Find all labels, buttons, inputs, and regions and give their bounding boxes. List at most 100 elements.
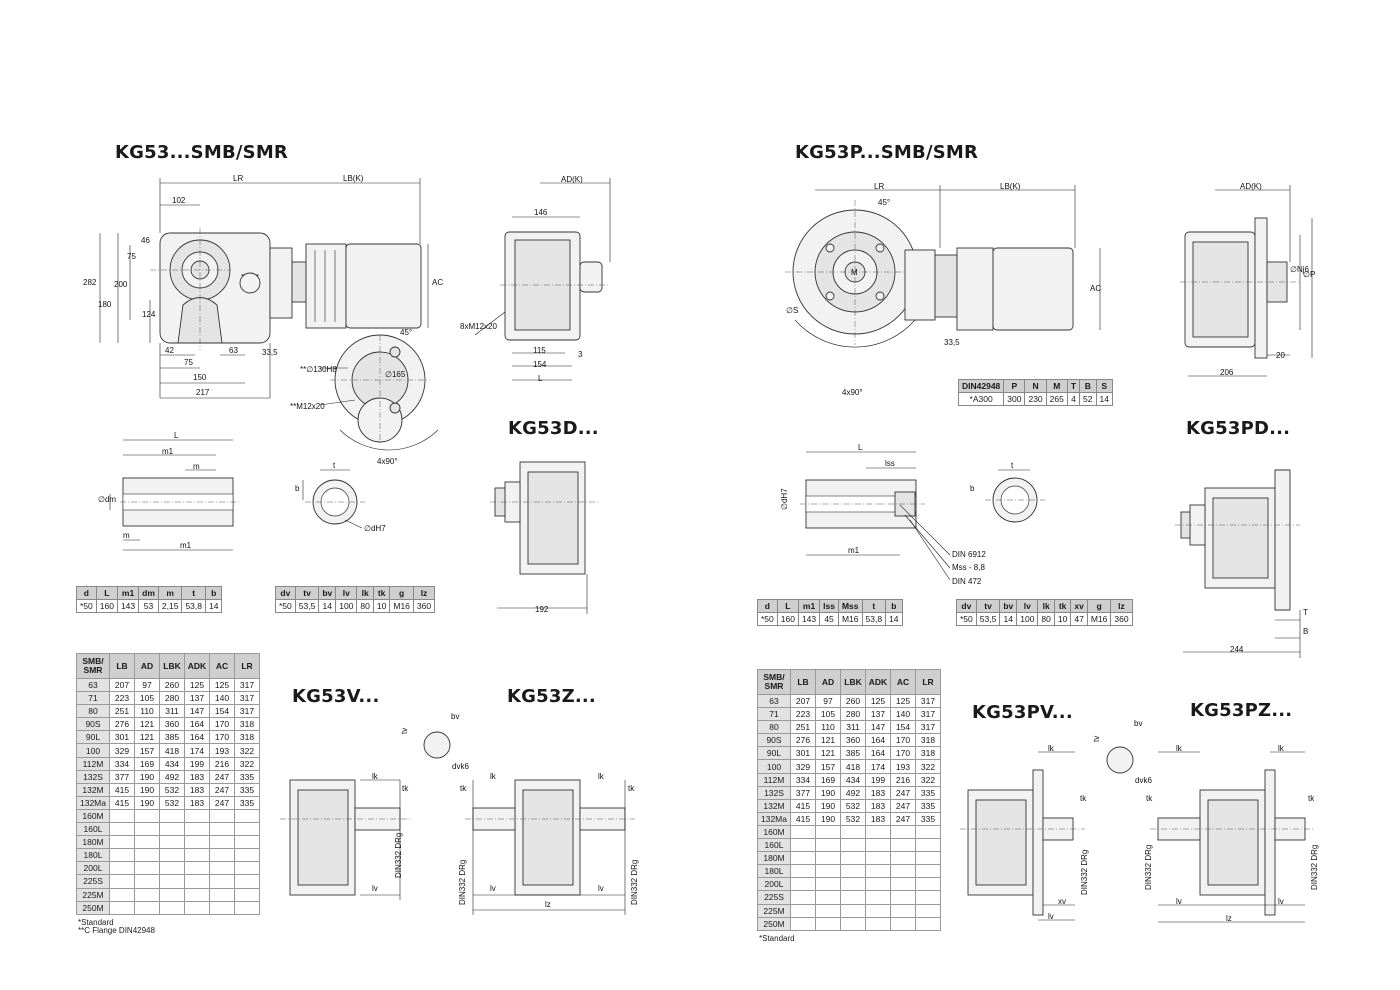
- col-header: LBK: [159, 653, 185, 679]
- table-cell: 223: [790, 707, 816, 722]
- table-cell: M16: [1086, 612, 1112, 626]
- table-cell: [840, 903, 866, 918]
- left-output-shaft-table: dv tv bv lv lk tk g lz *50 53,5 14 100 8…: [275, 586, 436, 613]
- motor-size-cell: 90L: [757, 746, 791, 761]
- dim-pv-tk: tk: [1080, 794, 1087, 803]
- table-cell: 247: [890, 798, 916, 813]
- table-cell: 385: [840, 746, 866, 761]
- table-cell: [790, 890, 816, 905]
- dim-z-lk: lk: [598, 772, 604, 781]
- dim-r-244: 244: [1230, 645, 1244, 654]
- table-cell: 311: [159, 704, 185, 719]
- dim-shaft-m1-b: m1: [180, 541, 192, 550]
- table-cell: 492: [840, 785, 866, 800]
- dim-42: 42: [165, 346, 174, 355]
- table-cell: 216: [209, 756, 235, 771]
- dim-shaft-m-b: m: [123, 531, 130, 540]
- dim-165: ∅165: [385, 370, 406, 379]
- table-cell: [234, 900, 260, 915]
- col-header: LB: [790, 669, 816, 695]
- table-cell: 415: [790, 811, 816, 826]
- dim-shaft-m: m: [193, 462, 200, 471]
- table-cell: 169: [134, 756, 160, 771]
- table-cell: 154: [209, 704, 235, 719]
- dim-v-tk: tk: [402, 784, 409, 793]
- col-header: DIN42948: [957, 379, 1005, 393]
- table-cell: 140: [209, 691, 235, 706]
- dim-r-shaft-m1: m1: [848, 546, 860, 555]
- left-kg53z-drawing: [465, 779, 635, 896]
- table-cell: [209, 848, 235, 863]
- table-cell: [865, 851, 891, 866]
- motor-size-cell: 225M: [757, 903, 791, 918]
- right-shaft-table: d L m1 lss Mss t b *50 160 143 45 M16 53…: [757, 599, 903, 626]
- dim-key-dh7: ∅dH7: [364, 524, 386, 533]
- dim-4x90: 4x90°: [377, 457, 398, 466]
- motor-size-cell: 225S: [757, 890, 791, 905]
- table-cell: 190: [134, 769, 160, 784]
- motor-size-cell: 180M: [76, 835, 110, 850]
- table-row: 225M: [757, 903, 941, 918]
- dim-lbk: LB(K): [343, 174, 364, 183]
- table-cell: [234, 822, 260, 837]
- table-cell: 193: [890, 759, 916, 774]
- dim-r-33-5: 33,5: [944, 338, 960, 347]
- col-header: g: [389, 586, 414, 600]
- table-cell: 329: [109, 743, 135, 758]
- dim-shaft-m1: m1: [162, 447, 174, 456]
- table-cell: [159, 822, 185, 837]
- table-cell: [184, 900, 210, 915]
- table-cell: 10: [1053, 612, 1072, 626]
- table-cell: 317: [234, 704, 260, 719]
- motor-size-cell: 160M: [76, 808, 110, 824]
- col-header: tv: [975, 599, 1001, 613]
- right-kg53pd-drawing: [1175, 469, 1300, 611]
- col-header: ADK: [184, 653, 210, 679]
- table-cell: 14: [999, 612, 1018, 626]
- table-cell: 532: [159, 795, 185, 810]
- table-cell: [184, 874, 210, 889]
- table-cell: [890, 903, 916, 918]
- table-cell: 247: [209, 782, 235, 797]
- table-cell: 418: [159, 743, 185, 758]
- dim-75: 75: [127, 252, 136, 261]
- dim-r-4x90: 4x90°: [842, 388, 863, 397]
- table-cell: 53,5: [975, 612, 1001, 626]
- right-keyway-view: [985, 477, 1045, 523]
- table-cell: [134, 861, 160, 876]
- table-cell: 276: [109, 717, 135, 732]
- table-cell: [234, 887, 260, 902]
- col-header: lv: [1016, 599, 1039, 613]
- table-cell: [159, 900, 185, 915]
- table-cell: [134, 822, 160, 837]
- motor-size-cell: 200L: [76, 861, 110, 876]
- dim-r-mss: Mss - 8,8: [952, 563, 985, 572]
- table-cell: [865, 916, 891, 931]
- table-cell: 164: [184, 717, 210, 732]
- table-cell: 311: [840, 720, 866, 735]
- motor-size-cell: 132S: [757, 785, 791, 800]
- dim-192: 192: [535, 605, 549, 614]
- table-cell: [840, 877, 866, 892]
- motor-size-cell: 112M: [76, 756, 110, 771]
- table-cell: 247: [209, 795, 235, 810]
- table-cell: 53,5: [294, 599, 320, 613]
- col-header: dv: [275, 586, 296, 600]
- table-cell: 207: [109, 677, 135, 693]
- table-cell: 322: [234, 756, 260, 771]
- table-cell: 280: [840, 707, 866, 722]
- table-cell: 335: [915, 798, 941, 813]
- table-cell: 4: [1066, 392, 1081, 406]
- table-cell: M16: [389, 599, 414, 613]
- table-cell: *A300: [957, 392, 1005, 406]
- table-cell: [890, 864, 916, 879]
- table-cell: *50: [956, 612, 977, 626]
- table-cell: 137: [865, 707, 891, 722]
- right-output-shaft-table: dv tv bv lv lk tk xv g lz *50 53,5 14 10…: [956, 599, 1133, 626]
- dim-z-tk: tk: [460, 784, 467, 793]
- col-header: AC: [890, 669, 916, 695]
- dim-r-t: T: [1303, 608, 1308, 617]
